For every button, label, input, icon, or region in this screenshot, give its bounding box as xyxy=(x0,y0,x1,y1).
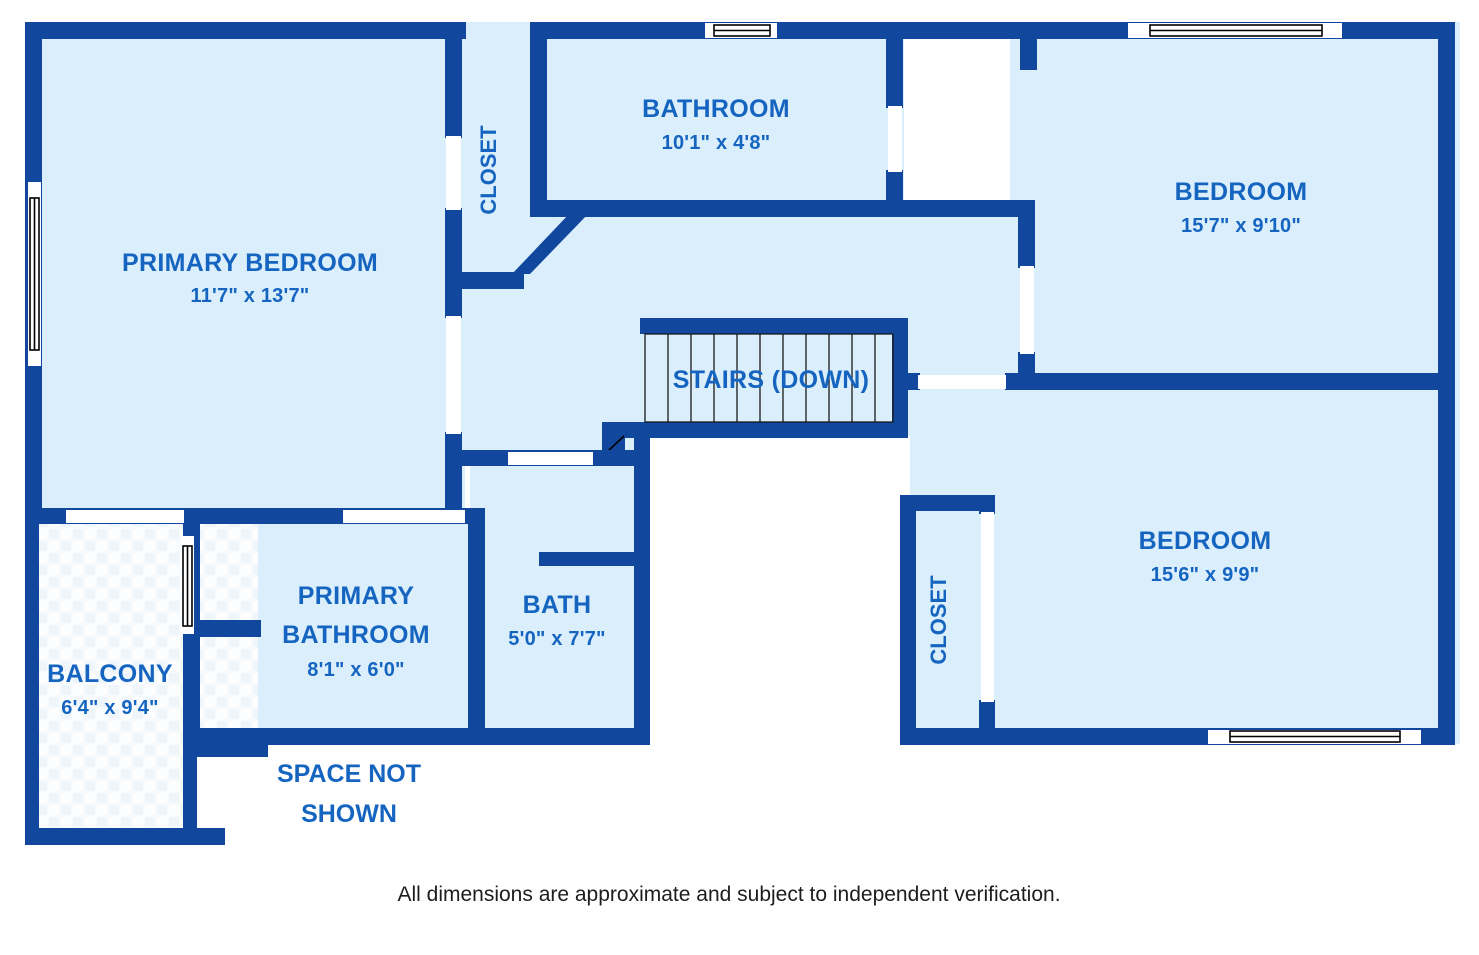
wall-bath-bottom xyxy=(468,728,650,745)
wall-closet-lower-top xyxy=(900,495,995,511)
room-labels: PRIMARY BEDROOM 11'7" x 13'7" CLOSET BAT… xyxy=(47,95,1307,828)
wall-exterior-left-balcony xyxy=(25,515,39,845)
wall-closet-diagonal xyxy=(512,213,589,274)
label-closet-upper: CLOSET xyxy=(476,125,501,215)
wall-hall-bedroom-top xyxy=(900,200,1035,217)
door-icon-stairs xyxy=(606,435,625,453)
label-bedroom-upper-right-name: BEDROOM xyxy=(1175,178,1308,206)
floor-bedroom-upper-right xyxy=(1010,22,1460,384)
wall-stairs-right xyxy=(892,318,908,438)
label-balcony-name: BALCONY xyxy=(47,660,173,688)
wall-stairs-bottom xyxy=(640,422,908,438)
label-primary-bathroom-name-line1: PRIMARY xyxy=(298,582,414,610)
floor-stairs xyxy=(645,320,905,438)
door-icon-bedroom-upper-left xyxy=(1020,266,1034,354)
label-closet-lower: CLOSET xyxy=(926,575,951,665)
label-primary-bathroom-name-line2: BATHROOM xyxy=(282,621,430,649)
wall-bedroom-ur-left-upper xyxy=(1018,200,1035,268)
wall-primary-bath-right xyxy=(468,510,485,745)
annotation-space-not-shown-line1: SPACE NOT xyxy=(277,760,421,788)
floor-primary-bedroom xyxy=(25,22,465,522)
wall-balcony-step-vert xyxy=(183,740,197,840)
window-icon-bedroom-upper-top xyxy=(1128,23,1342,38)
wall-exterior-top-left xyxy=(25,22,466,39)
windows xyxy=(28,23,1421,744)
wall-primary-closet-mid xyxy=(445,208,462,318)
door-icon-primary-bedroom-to-bath xyxy=(343,510,465,523)
label-bath-name: BATH xyxy=(523,591,592,619)
balcony-area xyxy=(32,516,258,840)
annotation-space-not-shown-line2: SHOWN xyxy=(301,800,397,828)
balcony-floor xyxy=(32,516,258,840)
window-icon-primary-bedroom-left xyxy=(28,182,41,366)
floor-bath xyxy=(470,440,650,740)
label-bathroom-dim: 10'1" x 4'8" xyxy=(662,132,771,154)
label-primary-bathroom-dim: 8'1" x 6'0" xyxy=(307,659,404,681)
door-icon-hall-to-stairs xyxy=(918,375,1006,389)
wall-closet-bottom xyxy=(452,272,524,289)
door-icon-bath-north xyxy=(508,452,593,465)
wall-closet-lower-bottom xyxy=(900,728,995,745)
wall-bath-fixture xyxy=(539,552,637,566)
wall-closet-lower-right-top xyxy=(979,500,995,514)
door-icon-bathroom-east xyxy=(888,106,902,172)
wall-stub-top xyxy=(1020,30,1037,70)
floor-void-open xyxy=(640,436,910,746)
wall-primary-bath-bottom xyxy=(183,728,485,745)
wall-primary-bath-fixture xyxy=(199,620,261,637)
window-icon-bathroom-top xyxy=(705,23,777,38)
wall-bath-right xyxy=(634,436,650,736)
label-primary-bedroom-dim: 11'7" x 13'7" xyxy=(191,285,310,307)
footer-disclaimer: All dimensions are approximate and subje… xyxy=(397,883,1060,906)
label-bedroom-lower-right-dim: 15'6" x 9'9" xyxy=(1151,564,1260,586)
wall-closet-right xyxy=(530,22,547,217)
door-openings xyxy=(66,106,1034,702)
floor-bathroom xyxy=(536,22,904,212)
label-bedroom-upper-right-dim: 15'7" x 9'10" xyxy=(1181,215,1301,237)
door-icon-closet-upper-a xyxy=(446,136,461,210)
door-icon-primary-bedroom-east xyxy=(446,316,461,434)
wall-bedroom-ur-bottom xyxy=(1005,373,1455,390)
door-icon-primary-bedroom-to-balcony xyxy=(66,510,184,523)
wall-balcony-bottom xyxy=(25,828,225,845)
wall-bathroom-right-lower xyxy=(886,170,903,215)
door-icon-closet-lower-east xyxy=(981,512,994,702)
label-primary-bedroom-name: PRIMARY BEDROOM xyxy=(122,249,378,277)
wall-bathroom-right-upper xyxy=(886,30,903,108)
wall-stairs-top xyxy=(640,318,908,334)
label-bath-dim: 5'0" x 7'7" xyxy=(508,628,605,650)
label-bedroom-lower-right-name: BEDROOM xyxy=(1139,527,1272,555)
wall-stairs-door-box xyxy=(602,432,625,454)
label-stairs: STAIRS (DOWN) xyxy=(673,366,869,394)
window-icon-bedroom-lower-bottom xyxy=(1208,730,1421,744)
label-bathroom-name: BATHROOM xyxy=(642,95,790,123)
stairs-icon xyxy=(644,333,894,423)
wall-primary-closet-upper xyxy=(445,22,462,138)
wall-bathroom-bottom xyxy=(530,200,908,217)
window-icon-balcony-door xyxy=(181,536,194,634)
wall-closet-lower-left xyxy=(900,495,916,745)
label-balcony-dim: 6'4" x 9'4" xyxy=(61,697,158,719)
